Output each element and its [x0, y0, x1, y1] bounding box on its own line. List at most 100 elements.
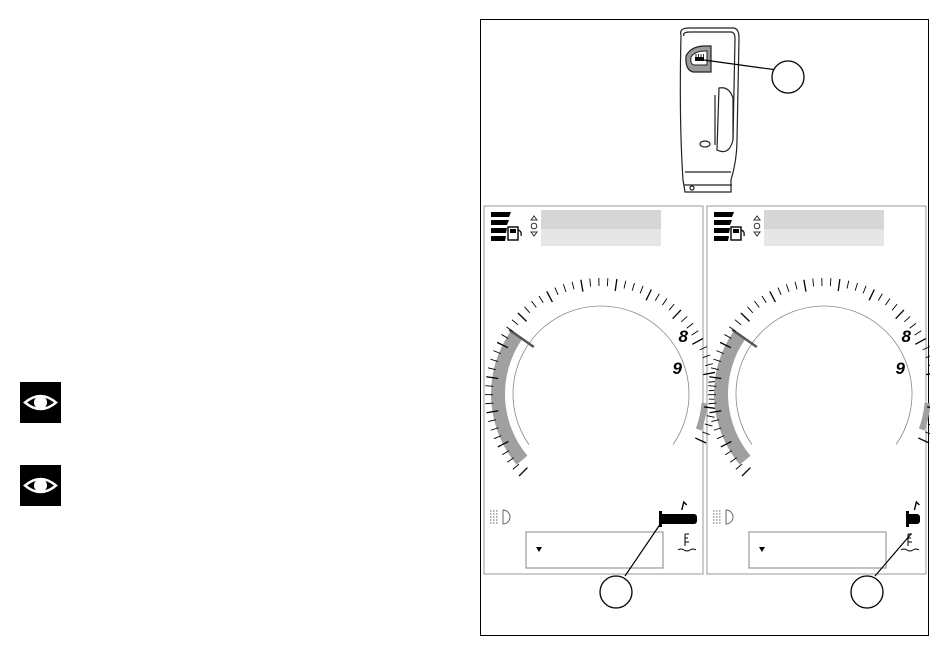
gauge-tick	[547, 291, 553, 302]
headlight-icon	[490, 510, 510, 524]
display-panel-right	[707, 206, 926, 574]
gauge-inner-arc	[736, 306, 912, 444]
info-bar	[764, 210, 884, 229]
gauge-tick	[692, 339, 703, 345]
heated-grip-button-icon	[686, 46, 711, 72]
gauge-tick	[786, 284, 789, 292]
gauge-tick	[615, 279, 617, 291]
gauge-tick	[878, 294, 882, 301]
gauge-tick	[692, 331, 699, 335]
gauge-tick	[855, 283, 857, 291]
dashboard-display: 89	[485, 210, 717, 568]
info-field	[749, 532, 886, 568]
headlight-icon	[713, 510, 733, 524]
coolant-temperature-icon	[678, 534, 696, 551]
gauge-low-band	[498, 335, 522, 460]
gauge-tick	[703, 355, 711, 358]
note-eye-icon	[20, 465, 61, 506]
gauge-high-band	[922, 403, 928, 430]
gauge-tick	[519, 468, 527, 476]
gauge-tick	[928, 364, 930, 366]
gauge-tick	[813, 279, 814, 287]
gauge-tick	[572, 282, 574, 290]
note-eye-icon	[20, 382, 61, 423]
info-bar	[541, 210, 661, 229]
gauge-tick	[705, 424, 713, 426]
gauge-tick	[804, 280, 806, 292]
gauge-tick	[518, 313, 527, 321]
gauge-tick	[847, 281, 849, 289]
gauge-tick	[669, 304, 674, 310]
gauge-tick	[705, 364, 713, 366]
gauge-tick	[632, 283, 634, 291]
menu-selector-icon	[531, 216, 537, 236]
gauge-tick	[795, 282, 797, 290]
gauge-inner-arc	[513, 306, 689, 444]
gauge-tick	[624, 281, 626, 289]
gauge-tick	[863, 286, 866, 293]
gauge-low-band	[721, 335, 745, 460]
gauge-tick	[915, 331, 922, 335]
gauge-tick	[539, 296, 543, 303]
gauge-scale-label: 8	[679, 327, 689, 346]
gauge-tick	[762, 296, 766, 303]
gauge-tick	[590, 279, 591, 287]
gauge-tick	[838, 279, 840, 291]
tachometer-gauge: 89	[708, 278, 930, 476]
gauge-tick	[742, 468, 750, 476]
gauge-tick	[892, 304, 897, 310]
gauge-tick	[655, 294, 659, 301]
gauge-tick	[735, 320, 741, 325]
gauge-tick	[525, 307, 530, 313]
fuel-level-icon	[714, 212, 744, 241]
gauge-tick	[748, 307, 753, 313]
fuel-level-icon	[491, 212, 521, 241]
gauge-tick	[918, 438, 929, 443]
gauge-tick	[673, 310, 681, 319]
gauge-tick	[736, 464, 742, 469]
gauge-tick	[915, 339, 926, 345]
gauge-tick	[507, 458, 513, 463]
gauge-tick	[695, 438, 706, 443]
gauge-tick	[681, 316, 687, 321]
callout-line	[704, 60, 777, 70]
gauge-tick	[640, 286, 643, 293]
tachometer-gauge: 89	[485, 278, 717, 476]
gauge-tick	[869, 289, 874, 300]
callout-circle	[772, 61, 804, 93]
gauge-tick	[581, 280, 583, 292]
heated-grip-indicator-icon	[906, 502, 920, 527]
gauge-tick	[512, 320, 518, 325]
gauge-tick	[532, 301, 537, 307]
gauge-scale-label: 8	[902, 327, 912, 346]
dashboard-display: 89	[708, 210, 930, 568]
gauge-tick	[770, 291, 776, 302]
gauge-tick	[485, 386, 493, 387]
gauge-tick	[755, 301, 760, 307]
callout-circle	[600, 576, 632, 608]
gauge-tick	[896, 310, 904, 319]
info-bar	[541, 229, 661, 246]
gauge-scale-label: 9	[673, 359, 683, 378]
gauge-tick	[928, 424, 930, 426]
gauge-tick	[563, 284, 566, 292]
gauge-tick	[708, 386, 716, 387]
gauge-tick	[555, 288, 558, 295]
gauge-tick	[513, 464, 519, 469]
gauge-tick	[778, 288, 781, 295]
heated-grip-indicator-icon	[659, 502, 697, 527]
gauge-tick	[926, 372, 930, 374]
gauge-tick	[904, 316, 910, 321]
callout-circle	[851, 576, 883, 608]
gauge-tick	[662, 299, 667, 306]
gauge-high-band	[699, 403, 705, 430]
gauge-tick	[646, 289, 651, 300]
gauge-tick	[885, 299, 890, 306]
menu-selector-icon	[754, 216, 760, 236]
info-bar	[764, 229, 884, 246]
gauge-scale-label: 9	[896, 359, 906, 378]
gauge-tick	[741, 313, 750, 321]
gauge-tick	[707, 416, 715, 418]
gauge-tick	[703, 372, 715, 374]
